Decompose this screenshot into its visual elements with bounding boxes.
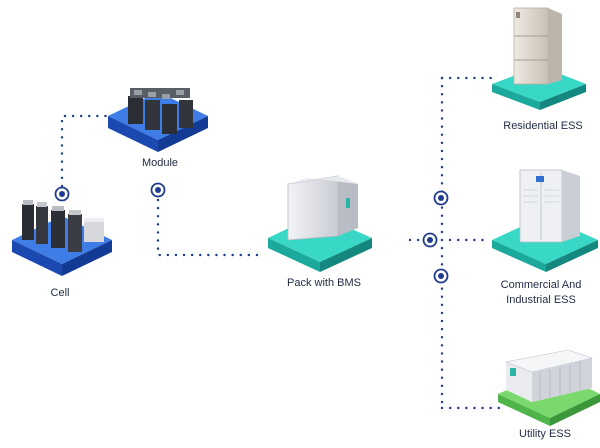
utility-label: Utility ESS — [519, 428, 571, 440]
utility-container-icon — [504, 349, 594, 402]
cell-node — [12, 200, 112, 276]
connector-lines — [60, 76, 502, 410]
junction-nodes — [54, 182, 449, 284]
utility-node — [498, 349, 600, 426]
battery-cells-icon — [22, 200, 104, 252]
junction-dot — [433, 190, 449, 206]
commercial-label-line2: Industrial ESS — [506, 294, 576, 306]
junction-dot — [422, 232, 438, 248]
battery-module-icon — [128, 88, 193, 134]
module-to-pack-connector — [156, 198, 264, 257]
module-label: Module — [142, 157, 178, 169]
bms-pack-icon — [287, 175, 358, 241]
junction-dot — [54, 186, 70, 202]
commercial-node — [492, 169, 598, 272]
residential-cabinet-icon — [513, 7, 562, 85]
junction-dot — [433, 268, 449, 284]
commercial-label-line1: Commercial And — [501, 279, 582, 291]
pack-node — [268, 175, 372, 272]
residential-node — [492, 7, 586, 110]
residential-label: Residential ESS — [503, 120, 583, 132]
module-node — [108, 88, 208, 152]
pack-label: Pack with BMS — [287, 277, 361, 289]
cell-to-module-connector — [60, 114, 110, 188]
commercial-cabinet-icon — [519, 169, 580, 243]
junction-dot — [150, 182, 166, 198]
cell-label: Cell — [51, 287, 70, 299]
